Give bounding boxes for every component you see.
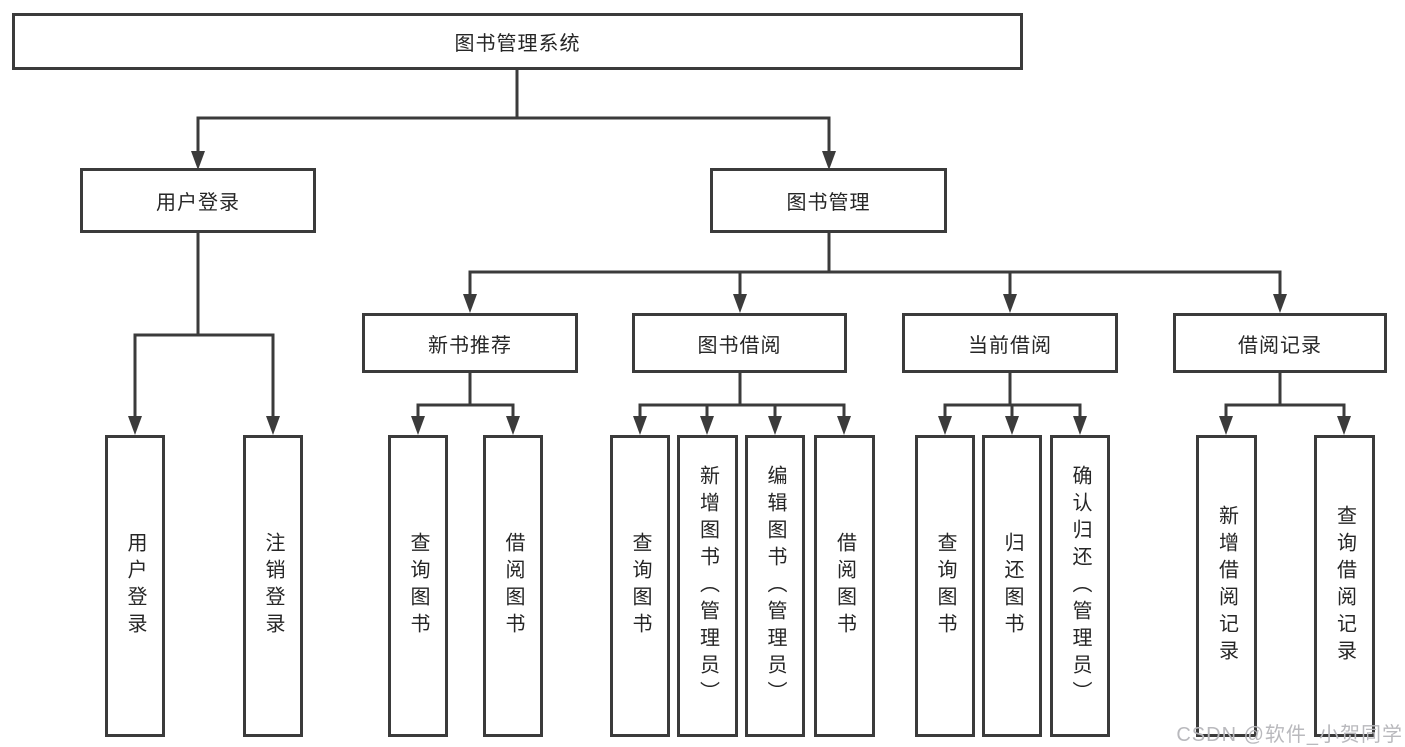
leaf-logout-login-label: 注销登录 [262,532,284,640]
node-current-borrow: 当前借阅 [902,313,1118,373]
node-book-management-label: 图书管理 [786,192,871,214]
csdn-watermark: CSDN @软件_小贺同学 [1176,724,1403,746]
node-user-login-label: 用户登录 [156,192,240,214]
leaf-edit-book-admin: 编辑图书（管理员） [745,435,805,737]
leaf-query-books-1-label: 查询图书 [407,532,429,640]
node-book-management: 图书管理 [710,168,947,233]
leaf-user-login-label: 用户登录 [124,532,146,640]
arrowheads [128,151,1351,435]
leaf-confirm-return-admin-label: 确认归还（管理员） [1069,464,1091,708]
leaf-borrow-books-1: 借阅图书 [483,435,543,737]
leaf-add-borrow-record: 新增借阅记录 [1196,435,1257,737]
node-root-system: 图书管理系统 [12,13,1023,70]
node-new-book-recommend-label: 新书推荐 [428,334,512,357]
leaf-add-borrow-record-label: 新增借阅记录 [1215,505,1238,667]
leaf-query-books-2: 查询图书 [610,435,670,737]
leaf-borrow-books-2-label: 借阅图书 [833,532,856,640]
leaf-return-book-label: 归还图书 [1001,532,1023,640]
node-borrow-records: 借阅记录 [1173,313,1387,373]
leaf-add-book-admin: 新增图书（管理员） [677,435,738,737]
node-borrow-records-label: 借阅记录 [1238,334,1322,357]
leaf-query-books-3-label: 查询图书 [934,532,956,640]
connector-paths [133,70,1346,431]
node-book-borrow-label: 图书借阅 [697,334,782,357]
leaf-query-borrow-record-label: 查询借阅记录 [1333,505,1356,667]
leaf-borrow-books-2: 借阅图书 [814,435,875,737]
leaf-return-book: 归还图书 [982,435,1042,737]
node-user-login: 用户登录 [80,168,316,233]
leaf-logout-login: 注销登录 [243,435,303,737]
leaf-user-login: 用户登录 [105,435,165,737]
node-root-label: 图书管理系统 [454,33,581,55]
leaf-query-books-3: 查询图书 [915,435,975,737]
leaf-add-book-admin-label: 新增图书（管理员） [696,464,719,708]
leaf-query-books-2-label: 查询图书 [629,532,651,640]
node-new-book-recommend: 新书推荐 [362,313,578,373]
node-current-borrow-label: 当前借阅 [968,334,1052,357]
leaf-borrow-books-1-label: 借阅图书 [502,532,524,640]
leaf-edit-book-admin-label: 编辑图书（管理员） [764,464,786,708]
node-book-borrow: 图书借阅 [632,313,847,373]
leaf-query-borrow-record: 查询借阅记录 [1314,435,1375,737]
leaf-query-books-1: 查询图书 [388,435,448,737]
leaf-confirm-return-admin: 确认归还（管理员） [1050,435,1110,737]
